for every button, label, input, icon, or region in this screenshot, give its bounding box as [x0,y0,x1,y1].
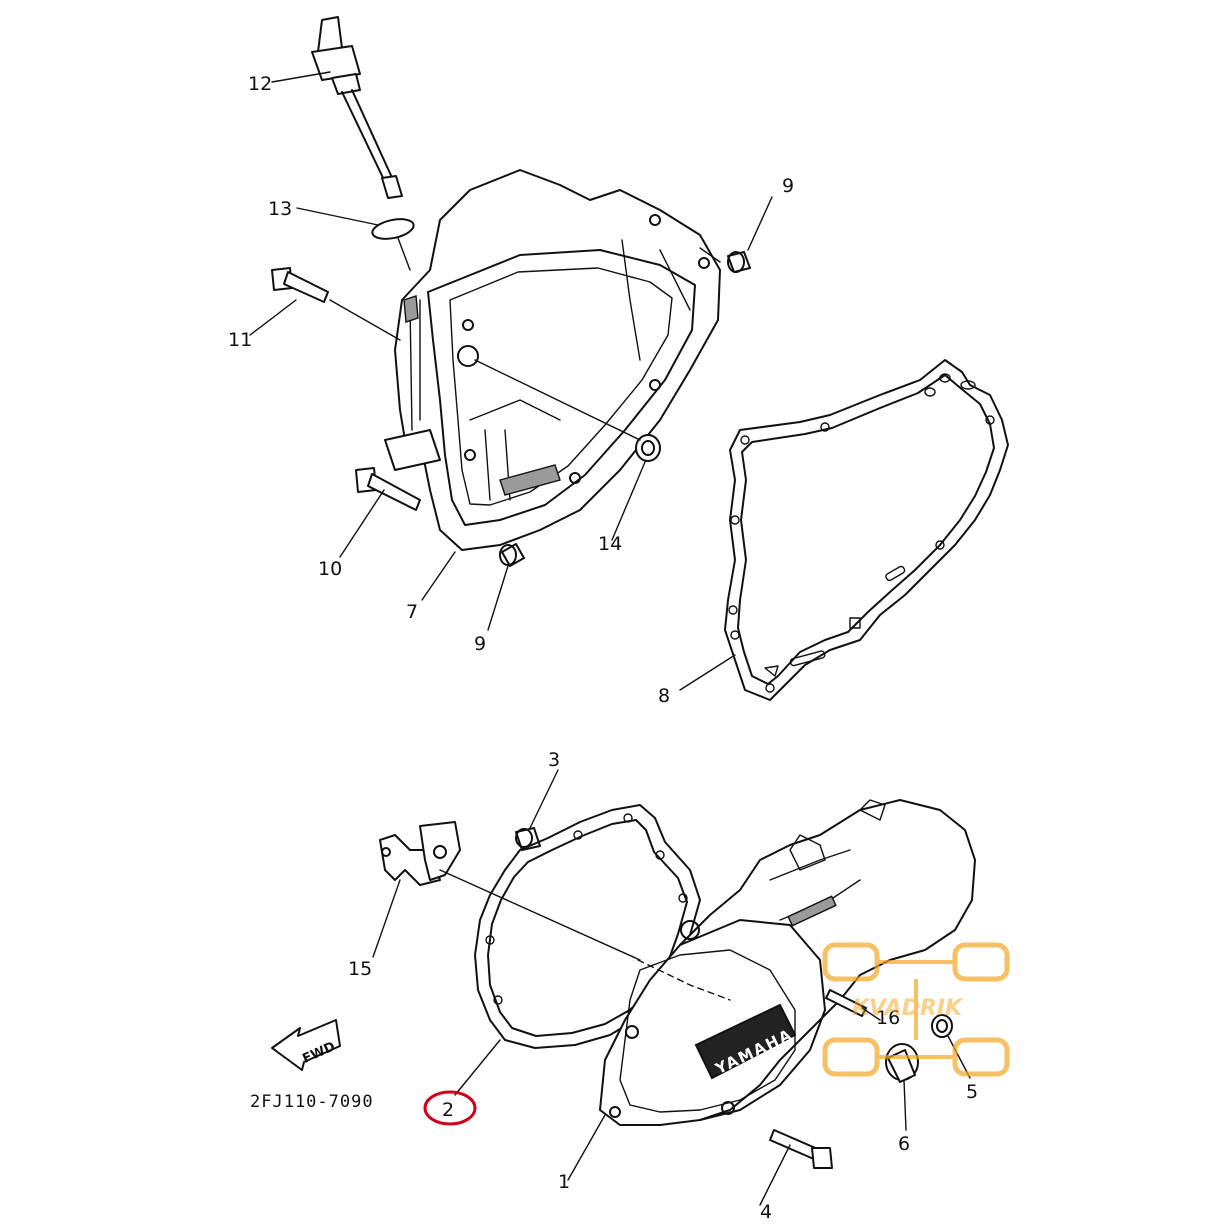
callout-5: 5 [966,1081,978,1103]
bolt-part-4 [769,1129,833,1169]
callout-16: 16 [876,1007,900,1029]
callout-6: 6 [898,1133,910,1155]
callout-3: 3 [548,749,560,771]
callout-7: 7 [406,601,418,623]
highlight-ring [423,1090,477,1126]
gasket-part-8 [724,359,1009,701]
callout-4: 4 [760,1201,772,1223]
callout-13: 13 [268,198,292,220]
callout-8: 8 [658,685,670,707]
tire-icon [822,942,1010,1077]
part-code: 2FJ110-7090 [250,1092,374,1112]
bracket-part-15 [379,821,461,886]
callout-11: 11 [228,329,252,351]
callout-labels: 12 13 11 9 14 10 7 9 8 3 15 2 1 4 6 5 16 [228,73,978,1223]
bolt-part-10 [355,467,421,511]
watermark-text: KVADRIK [852,996,964,1021]
o-ring-part-13 [371,218,415,240]
callout-2: 2 [442,1099,454,1121]
leader-lines [249,71,971,1206]
crankcase-cover-part-1: YAMAHA [599,799,976,1126]
oil-seal-part-5 [931,1014,953,1038]
dowel-pin-part-9-top [727,251,751,273]
dipstick-part-12 [311,16,403,199]
crankcase-cover-part-7 [384,169,721,551]
bolt-part-11 [271,267,329,303]
plug-part-6 [885,1043,919,1083]
callout-1: 1 [558,1171,570,1193]
callout-12: 12 [248,73,272,95]
forward-direction-arrow: FWD [271,1019,341,1071]
callout-9-bottom: 9 [474,633,486,655]
oil-seal-part-14 [635,434,661,462]
callout-15: 15 [348,958,372,980]
callout-10: 10 [318,558,342,580]
callout-14: 14 [598,533,622,555]
callout-9-top: 9 [782,175,794,197]
watermark-logo: KVADRIK [822,942,1010,1077]
pin-part-16 [825,989,867,1017]
alignment-line [637,959,731,1001]
dowel-pin-part-9-bottom [499,543,525,567]
